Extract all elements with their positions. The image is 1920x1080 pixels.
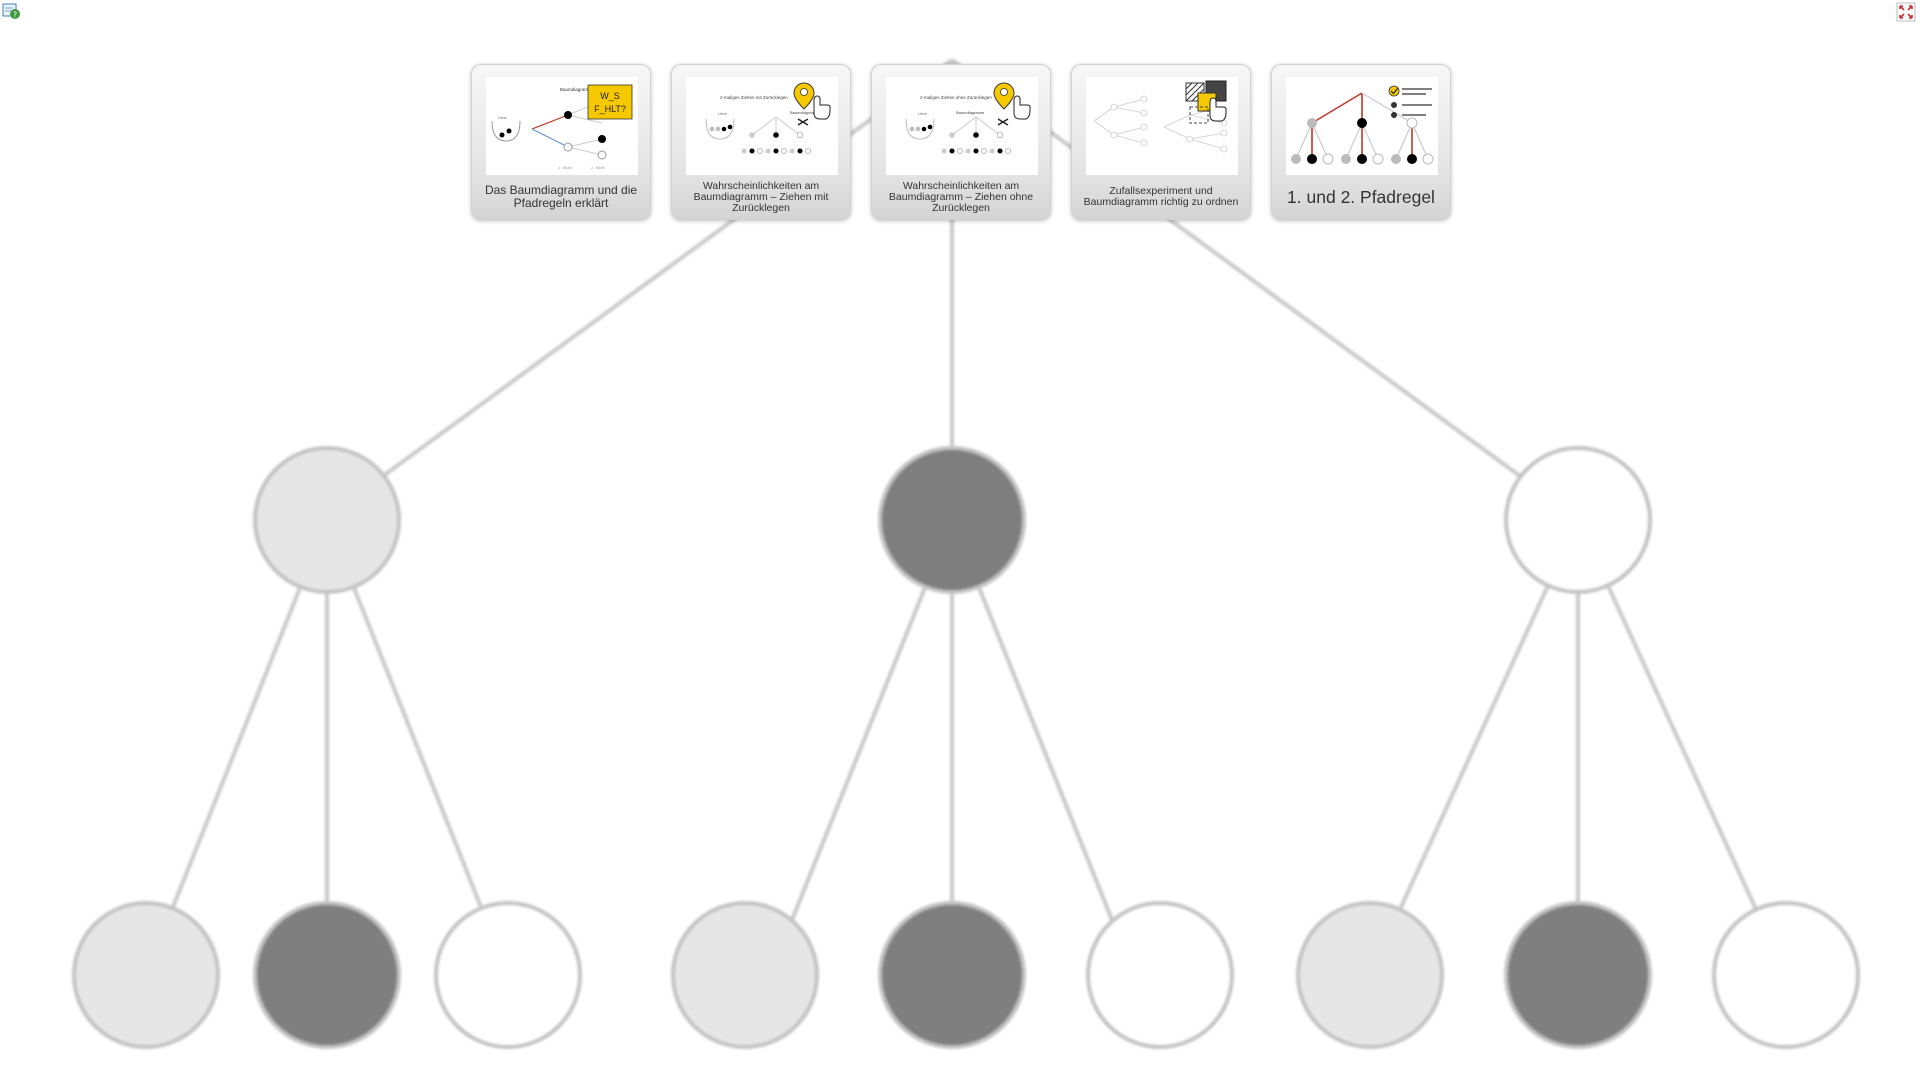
svg-text:Urne: Urne: [918, 111, 927, 116]
svg-text:Baumdiagramm: Baumdiagramm: [790, 110, 819, 115]
card-title: Zufallsexperiment und Baumdiagramm richt…: [1083, 185, 1239, 208]
tree-node: [878, 446, 1026, 594]
svg-text:Urne: Urne: [498, 115, 507, 120]
location-pin-pointer-icon: 2-maliges Ziehen ohne Zurücklegen Urne B…: [886, 77, 1038, 175]
card-ziehen-ohne-zuruecklegen[interactable]: 2-maliges Ziehen ohne Zurücklegen Urne B…: [871, 64, 1051, 220]
fullscreen-icon[interactable]: [1896, 2, 1916, 22]
svg-text:2-maliges Ziehen ohne Zurückle: 2-maliges Ziehen ohne Zurücklegen: [920, 95, 992, 100]
svg-text:Baumdiagramm: Baumdiagramm: [560, 87, 592, 92]
svg-text:F_HLT?: F_HLT?: [594, 104, 626, 114]
svg-text:2. Stufe: 2. Stufe: [591, 165, 606, 170]
card-zufallsexperiment-zuordnen[interactable]: Zufallsexperiment und Baumdiagramm richt…: [1071, 64, 1251, 220]
tree-node: [1504, 446, 1652, 594]
svg-text:W_S: W_S: [600, 91, 620, 101]
svg-text:?: ?: [13, 11, 17, 20]
tree-diagram-icon: Urne Baumdiagramm 1. Stufe 2. Stufe W_S …: [486, 77, 638, 175]
svg-text:2-maliges Ziehen mit Zurückleg: 2-maliges Ziehen mit Zurücklegen: [720, 95, 788, 100]
tree-node: [72, 901, 220, 1049]
tree-node: [253, 901, 401, 1049]
card-ziehen-mit-zuruecklegen[interactable]: 2-maliges Ziehen mit Zurücklegen Urne Ba…: [671, 64, 851, 220]
card-title: Wahrscheinlichkeiten am Baumdiagramm – Z…: [693, 179, 829, 214]
card-pfadregel[interactable]: 1. und 2. Pfadregel: [1271, 64, 1451, 220]
tree-node: [434, 901, 582, 1049]
card-title: Wahrscheinlichkeiten am Baumdiagramm – Z…: [888, 179, 1034, 214]
help-icon[interactable]: ?: [2, 2, 22, 22]
svg-text:Urne: Urne: [718, 111, 727, 116]
svg-text:Baumdiagramm: Baumdiagramm: [956, 110, 985, 115]
drag-and-drop-icon: [1086, 77, 1238, 175]
tree-node: [1504, 901, 1652, 1049]
card-title: 1. und 2. Pfadregel: [1287, 186, 1435, 207]
tree-node: [1086, 901, 1234, 1049]
tree-node: [671, 901, 819, 1049]
tree-node: [253, 446, 401, 594]
card-baumdiagramm-pfadregeln[interactable]: Urne Baumdiagramm 1. Stufe 2. Stufe W_S …: [471, 64, 651, 220]
location-pin-pointer-icon: 2-maliges Ziehen mit Zurücklegen Urne Ba…: [686, 77, 838, 175]
card-title: Das Baumdiagramm und die Pfadregeln erkl…: [484, 183, 638, 210]
tree-node: [1296, 901, 1444, 1049]
tree-node: [1712, 901, 1860, 1049]
tree-node: [878, 901, 1026, 1049]
checklist-tree-icon: [1286, 77, 1438, 175]
svg-text:1. Stufe: 1. Stufe: [558, 165, 573, 170]
